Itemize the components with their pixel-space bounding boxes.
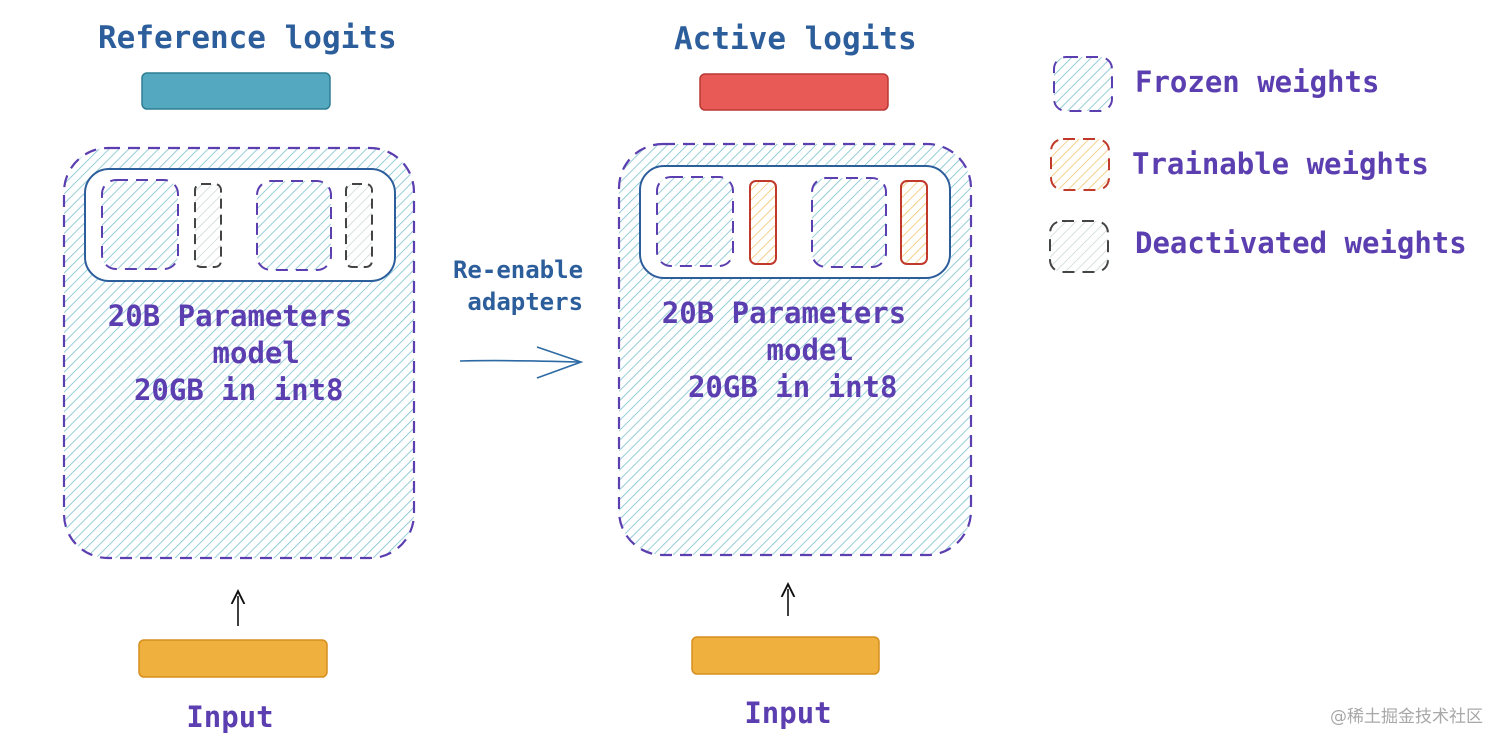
re-enable-arrow: [459, 346, 584, 379]
reference-deactivated-adapter-1: [194, 183, 222, 268]
active-trainable-adapter-1: [749, 180, 777, 265]
reference-frozen-block-1: [101, 179, 179, 270]
reference-deactivated-adapter-2: [345, 183, 373, 268]
active-input-label: Input: [744, 696, 832, 730]
active-logits-title: Active logits: [674, 21, 917, 57]
active-frozen-block-1: [656, 176, 734, 267]
legend-frozen-swatch: [1053, 56, 1113, 112]
reference-input-bar: [138, 639, 328, 678]
active-trainable-adapter-2: [900, 180, 928, 265]
legend-deactivated-swatch: [1049, 220, 1109, 273]
reference-logits-title: Reference logits: [98, 20, 397, 56]
active-frozen-block-2: [811, 177, 887, 268]
legend-trainable-label: Trainable weights: [1132, 147, 1429, 181]
legend-trainable-swatch: [1050, 138, 1110, 191]
active-input-bar: [691, 636, 880, 675]
reference-input-label: Input: [186, 700, 274, 734]
reference-frozen-block-2: [256, 180, 332, 271]
reference-model-text: 20B Parameters model 20GB in int8: [107, 299, 353, 407]
active-logits-bar: [699, 73, 889, 111]
re-enable-caption: Re-enable adapters: [452, 256, 584, 316]
reference-logits-bar: [141, 72, 331, 110]
active-model-text: 20B Parameters model 20GB in int8: [661, 296, 907, 404]
legend-frozen-label: Frozen weights: [1135, 65, 1380, 99]
legend-deactivated-label: Deactivated weights: [1135, 226, 1467, 260]
watermark-text: @稀土掘金技术社区: [1330, 707, 1483, 727]
